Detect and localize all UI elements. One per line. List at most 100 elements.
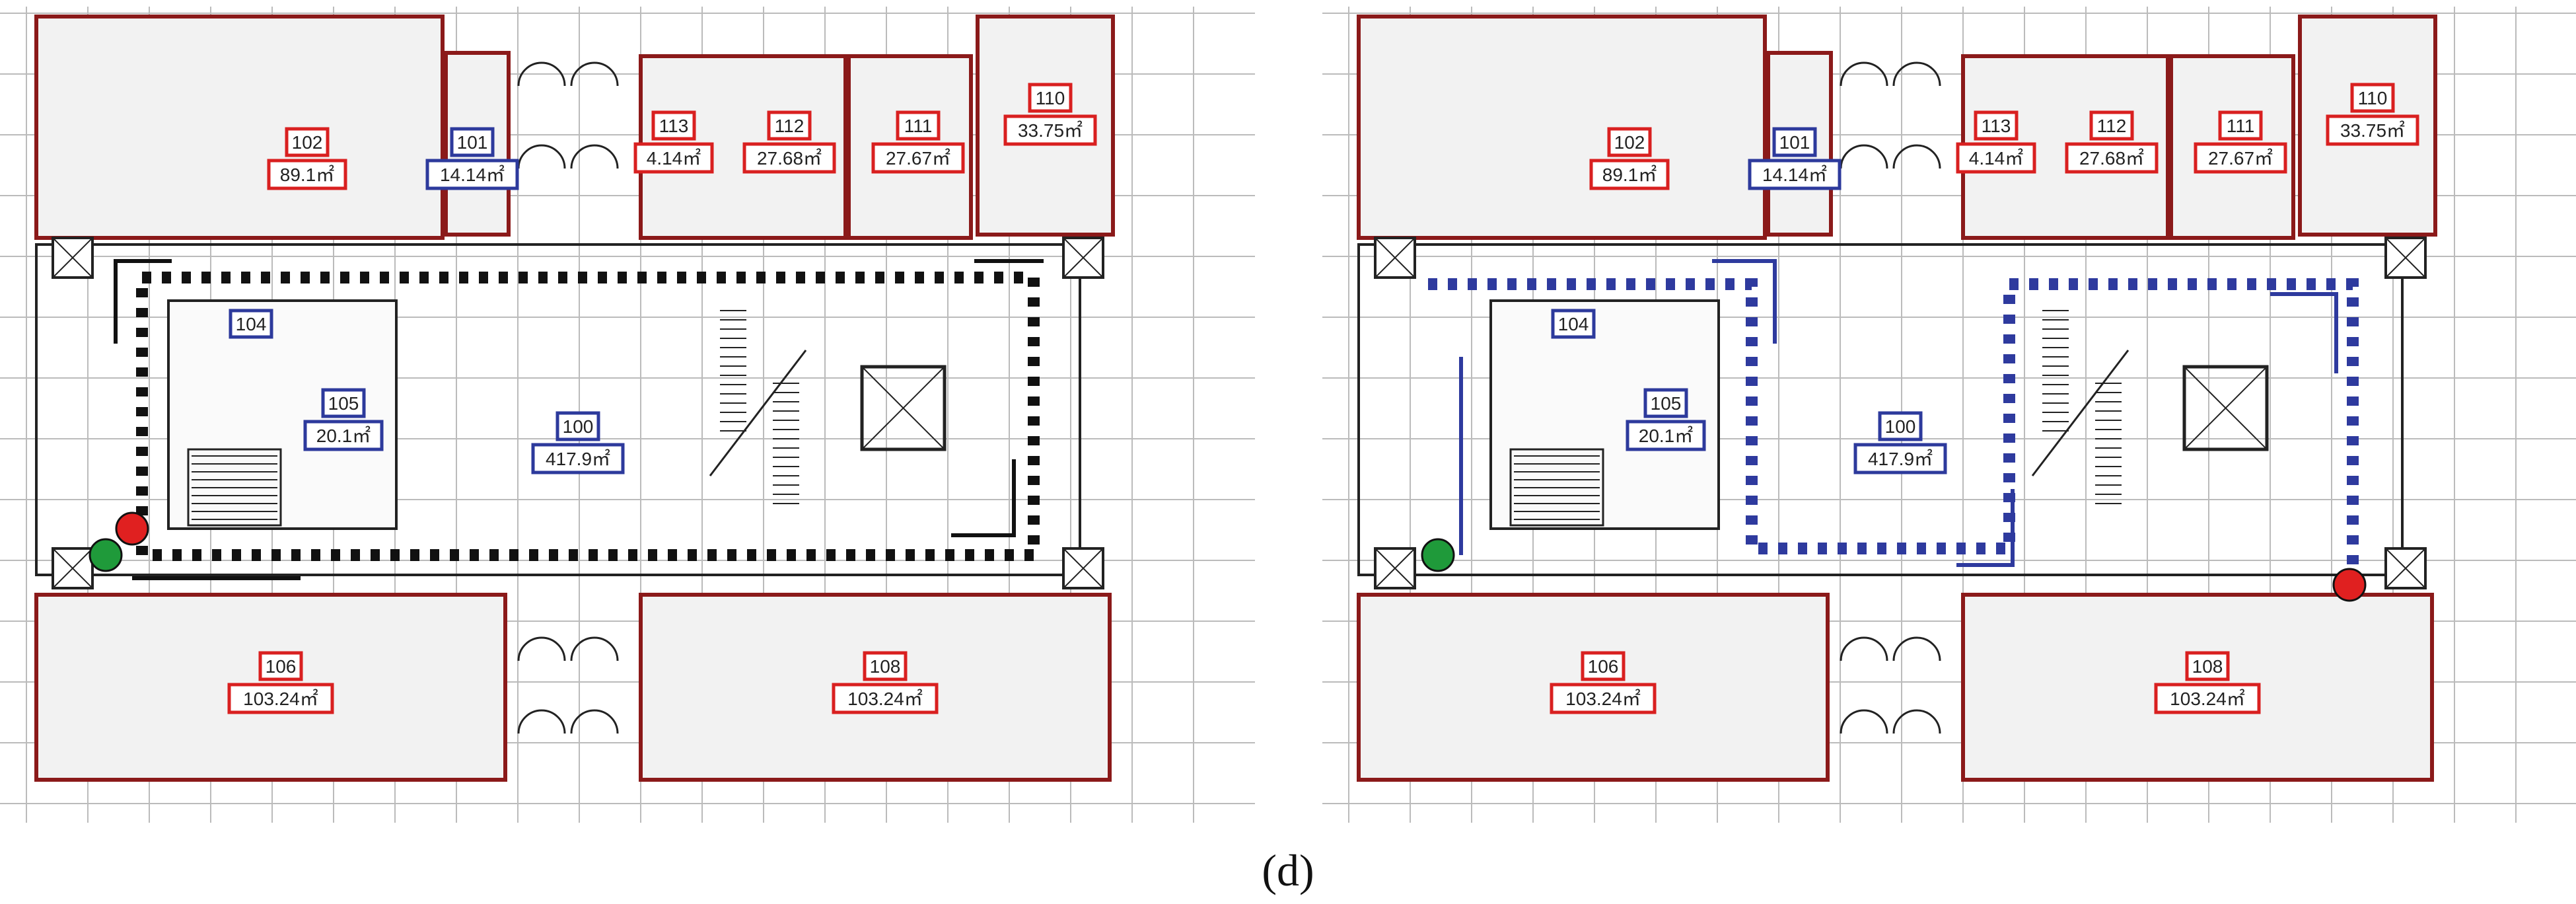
room-area: 89.1㎡: [280, 165, 335, 185]
end-marker: [115, 511, 149, 546]
room-area-box: [2194, 142, 2287, 174]
door-swing: [1892, 61, 1941, 87]
room-id-box: [2218, 110, 2263, 141]
room-id: 100: [1885, 416, 1916, 437]
room-area-box: [2065, 142, 2159, 174]
column-x: [1063, 237, 1104, 278]
room-area-box: [633, 142, 714, 174]
room-id-box: [1581, 651, 1626, 681]
evacuation-path: [1428, 278, 2359, 575]
room-id: 108: [2192, 656, 2223, 677]
room-area: 417.9㎡: [1868, 449, 1933, 469]
figure-caption: (d): [1262, 845, 1314, 895]
corridor-outline: [35, 243, 1081, 576]
room-area: 14.14㎡: [440, 165, 505, 185]
main-stair: [709, 310, 807, 504]
stair-break-line: [2031, 350, 2129, 476]
room-id-box: [1551, 309, 1596, 339]
room-label-113: 113 4.14㎡: [633, 110, 714, 174]
room-id-box: [321, 388, 366, 418]
floor-plan-left: 102 89.1㎡ 101 14.14㎡ 113 4.14㎡ 112 27.68㎡ 111 27.…: [0, 7, 1255, 823]
door-swing: [570, 144, 619, 169]
room-label-104: 104: [1551, 309, 1596, 339]
stairwell: [1509, 448, 1604, 527]
room-id-box: [555, 411, 600, 441]
room-id: 113: [659, 116, 689, 136]
room-area: 27.68㎡: [757, 148, 822, 169]
column-x: [1063, 548, 1104, 589]
room-area: 103.24㎡: [1565, 689, 1641, 709]
door-swing: [1892, 636, 1941, 661]
room-id: 112: [2097, 116, 2127, 136]
room-area-box: [1626, 420, 1706, 451]
room-id: 104: [236, 314, 267, 334]
path-arrow: [1956, 489, 2015, 567]
elevator-shaft: [2182, 365, 2269, 451]
room-id: 108: [870, 656, 901, 677]
door-swing: [570, 61, 619, 87]
room-outline: [34, 15, 445, 240]
room-id-box: [450, 127, 495, 157]
room-area-box: [1589, 159, 1670, 190]
door-swing: [570, 709, 619, 734]
path-arrow: [951, 459, 1016, 537]
room-id: 102: [292, 132, 323, 153]
room-id-box: [767, 110, 812, 141]
stair-break-line: [709, 350, 807, 476]
end-marker: [2332, 568, 2367, 602]
room-id-box: [1772, 127, 1817, 157]
door-swing: [570, 636, 619, 661]
room-area-box: [303, 420, 384, 451]
room-label-111: 111 27.67㎡: [871, 110, 965, 174]
corridor-outline: [1357, 243, 2404, 576]
room-id: 110: [2358, 88, 2388, 108]
room-area: 20.1㎡: [316, 426, 371, 446]
room-area: 27.67㎡: [886, 148, 950, 169]
room-id-box: [2089, 110, 2134, 141]
room-area: 103.24㎡: [2170, 689, 2245, 709]
room-id-box: [1028, 83, 1073, 113]
evacuation-path: [136, 272, 1040, 561]
elevator: [2182, 365, 2269, 451]
column-x: [2385, 237, 2426, 278]
door-swing: [1840, 636, 1888, 661]
room-id-box: [896, 110, 941, 141]
column-x: [52, 237, 93, 278]
door-swing: [1840, 144, 1888, 169]
room-id: 111: [904, 116, 933, 136]
room-id: 100: [563, 416, 594, 437]
room-label-102: 102 89.1㎡: [267, 127, 347, 190]
room-area-box: [531, 443, 625, 474]
room-area: 14.14㎡: [1762, 165, 1827, 185]
room-label-112: 112 27.68㎡: [2065, 110, 2159, 174]
room-id-box: [258, 651, 303, 681]
room-id: 101: [457, 132, 488, 153]
room-id: 106: [266, 656, 297, 677]
room-area-box: [2326, 114, 2419, 146]
room-id: 101: [1779, 132, 1810, 153]
room-area: 4.14㎡: [647, 148, 701, 169]
room-area: 27.68㎡: [2079, 148, 2144, 169]
room-outline: [1357, 15, 1767, 240]
room-id: 102: [1614, 132, 1645, 153]
door-swing: [1892, 709, 1941, 734]
room-id: 111: [2227, 116, 2255, 136]
door-swing: [517, 709, 566, 734]
room-area-box: [1003, 114, 1097, 146]
room-area-box: [832, 683, 939, 714]
elevator: [860, 365, 947, 451]
room-id: 112: [775, 116, 805, 136]
path-arrow: [2270, 292, 2338, 373]
elevator-x: [861, 366, 945, 450]
room-area-box: [1853, 443, 1947, 474]
door-group: [1840, 61, 1941, 734]
room-id-box: [863, 651, 908, 681]
room-area-box: [1748, 159, 1842, 190]
path-arrow: [1712, 259, 1777, 344]
